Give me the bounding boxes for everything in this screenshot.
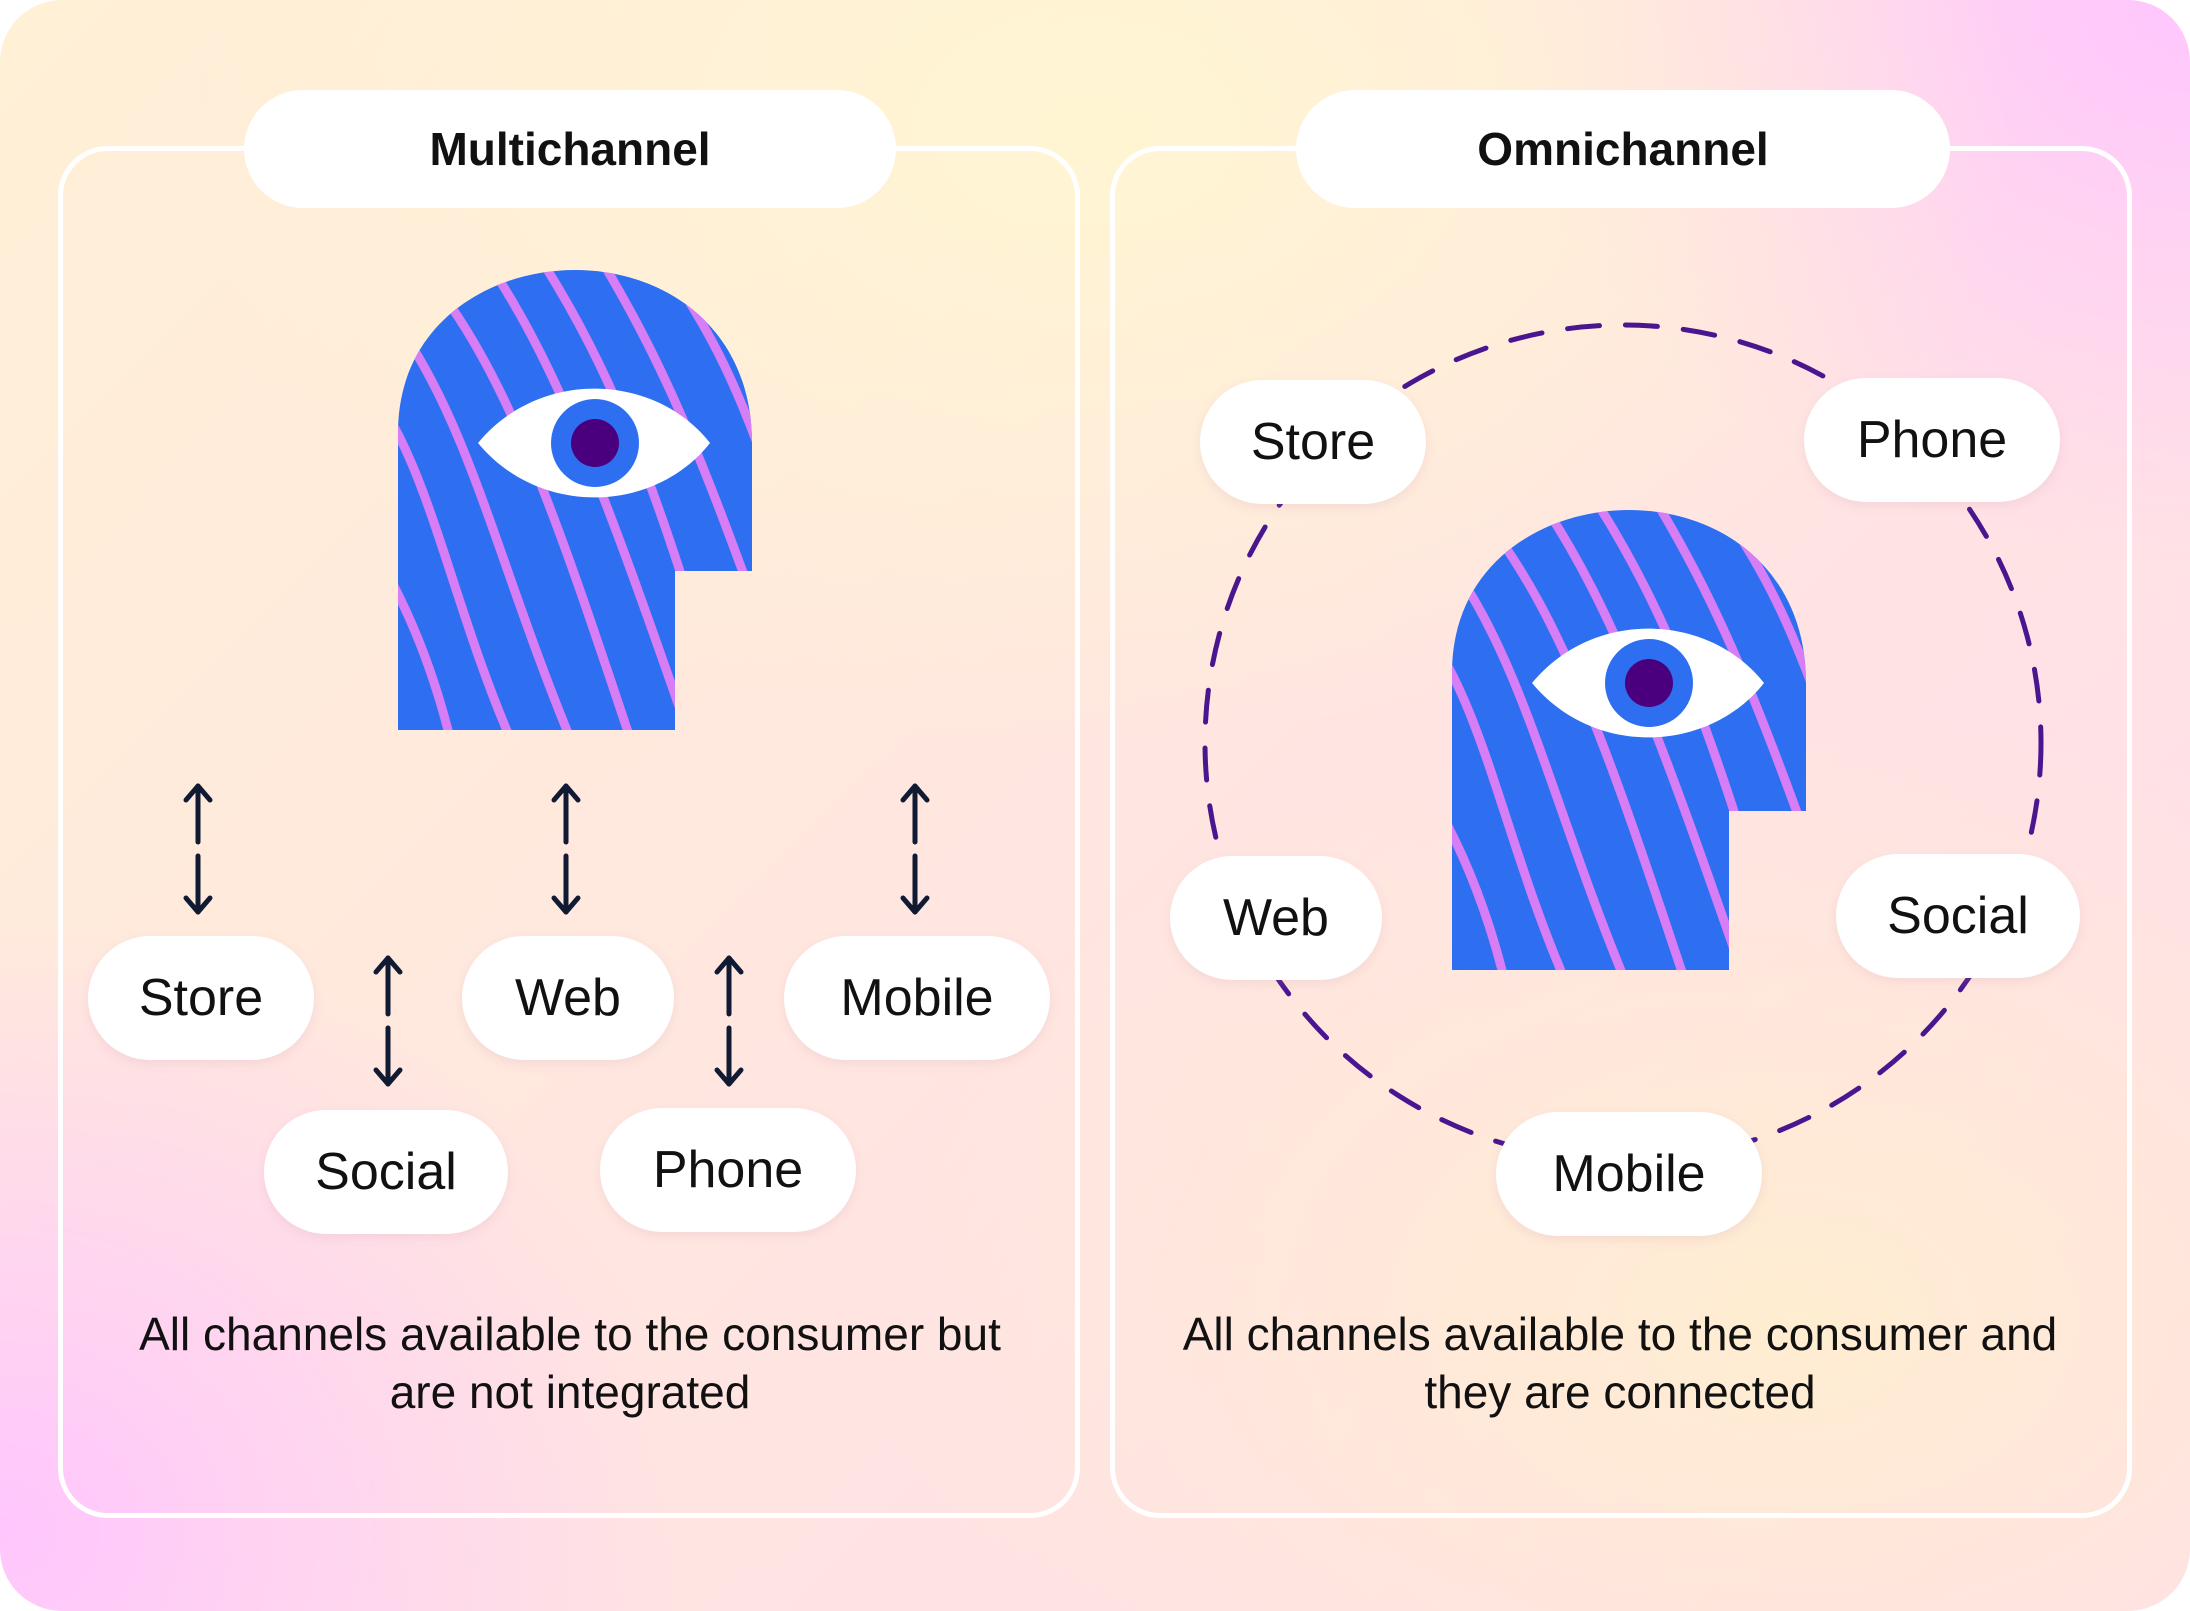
multichannel-phone-pill: Phone	[600, 1108, 856, 1232]
multichannel-web-pill: Web	[462, 936, 674, 1060]
double-arrow-icon	[714, 955, 744, 1087]
multichannel-social-pill: Social	[264, 1110, 508, 1234]
head-with-eye-icon	[1452, 510, 1806, 970]
omnichannel-caption: All channels available to the consumer a…	[1182, 1308, 2058, 1418]
multichannel-title: Multichannel	[244, 90, 896, 208]
omnichannel-mobile-pill: Mobile	[1496, 1112, 1762, 1236]
omnichannel-store-pill: Store	[1200, 380, 1426, 504]
omnichannel-phone-pill: Phone	[1804, 378, 2060, 502]
double-arrow-icon	[900, 783, 930, 915]
double-arrow-icon	[183, 783, 213, 915]
multichannel-store-pill: Store	[88, 936, 314, 1060]
multichannel-caption: All channels available to the consumer b…	[139, 1308, 1001, 1418]
omnichannel-title: Omnichannel	[1296, 90, 1950, 208]
omnichannel-social-pill: Social	[1836, 854, 2080, 978]
head-with-eye-icon	[398, 270, 752, 730]
double-arrow-icon	[551, 783, 581, 915]
double-arrow-icon	[373, 955, 403, 1087]
multichannel-mobile-pill: Mobile	[784, 936, 1050, 1060]
omnichannel-web-pill: Web	[1170, 856, 1382, 980]
